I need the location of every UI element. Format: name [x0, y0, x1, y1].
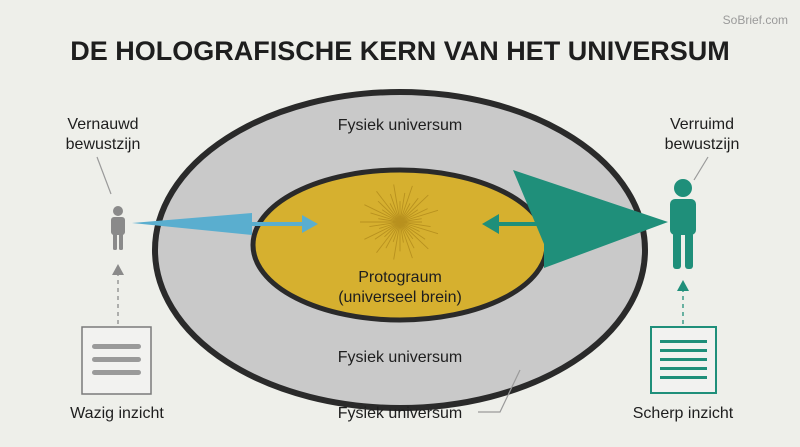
- starburst-ray: [399, 218, 422, 223]
- left-light-beam: [132, 213, 252, 235]
- starburst-ray: [378, 218, 401, 223]
- starburst-ray: [384, 221, 401, 238]
- brand-watermark: SoBrief.com: [723, 13, 788, 27]
- starburst-icon: [360, 184, 439, 260]
- starburst-ray: [389, 203, 401, 223]
- starburst-ray: [393, 184, 401, 223]
- small-person-icon: [111, 206, 125, 250]
- starburst-ray: [364, 204, 401, 223]
- right-state-leader-line: [693, 156, 709, 181]
- right-dashed-arrow-head: [677, 280, 689, 291]
- outer-ring-callout-label: Fysiek universum: [338, 405, 462, 422]
- starburst-ray: [399, 221, 413, 259]
- starburst-ray: [377, 200, 401, 223]
- starburst-ray: [376, 221, 401, 253]
- core-label-line2: (universeel brein): [338, 289, 462, 306]
- starburst-ray: [399, 221, 426, 240]
- left-insight-label: Wazig inzicht: [70, 405, 164, 422]
- starburst-ray: [399, 197, 419, 223]
- left-state-leader-line: [96, 156, 112, 195]
- starburst-ray: [399, 221, 439, 235]
- outer-ring-top-label: Fysiek universum: [338, 117, 462, 134]
- core-label-line1: Protograum: [358, 269, 442, 286]
- left-arrow-head: [302, 215, 318, 233]
- starburst-ray: [399, 203, 411, 223]
- starburst-ray: [370, 212, 401, 223]
- blurry-document-icon: [81, 326, 152, 395]
- outer-ring-bottom-label: Fysiek universum: [338, 349, 462, 366]
- starburst-ray: [399, 208, 428, 223]
- starburst-ray: [381, 209, 401, 223]
- large-person-icon: [670, 179, 696, 269]
- left-dashed-arrow-head: [112, 264, 124, 275]
- starburst-ray: [389, 193, 401, 223]
- starburst-ray: [399, 221, 431, 228]
- starburst-ray: [399, 221, 404, 243]
- starburst-ray: [364, 221, 401, 240]
- right-arrow-head: [482, 214, 499, 234]
- sharp-document-icon: [650, 326, 717, 394]
- starburst-ray: [385, 221, 401, 249]
- starburst-ray: [399, 209, 439, 223]
- starburst-ray: [399, 194, 429, 223]
- left-state-line1: Vernauwd: [67, 116, 138, 133]
- starburst-ray: [399, 209, 419, 223]
- starburst-ray: [399, 185, 413, 223]
- right-state-line2: bewustzijn: [665, 136, 740, 153]
- starburst-ray: [399, 221, 415, 249]
- left-state-line2: bewustzijn: [66, 136, 141, 153]
- starburst-ray: [393, 221, 401, 260]
- starburst-ray: [399, 221, 429, 250]
- starburst-ray: [399, 192, 406, 223]
- right-light-beam: [513, 170, 668, 268]
- starburst-ray: [378, 221, 401, 229]
- starburst-ray: [399, 221, 414, 240]
- diagram-title: DE HOLOGRAFISCHE KERN VAN HET UNIVERSUM: [70, 36, 730, 66]
- starburst-ray: [376, 191, 401, 223]
- right-state-line1: Verruimd: [670, 116, 734, 133]
- starburst-ray: [374, 221, 401, 240]
- callout-leader-line: [478, 369, 521, 413]
- starburst-ray: [392, 221, 401, 243]
- right-insight-label: Scherp inzicht: [633, 405, 734, 422]
- starburst-ray: [399, 221, 420, 232]
- starburst-ray: [369, 221, 401, 228]
